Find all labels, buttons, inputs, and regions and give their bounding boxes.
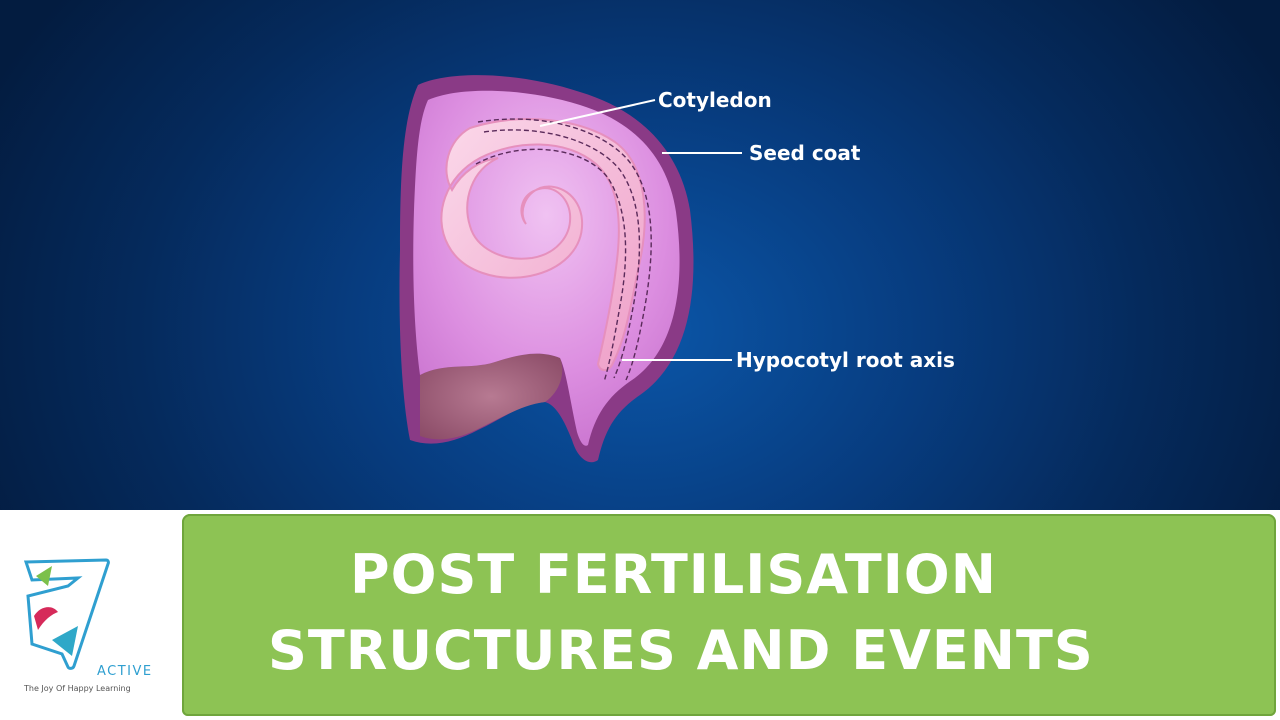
hypocotyl-dashes	[475, 118, 652, 383]
cotyledon-shape	[440, 118, 646, 372]
label-hypocotyl-root-axis: Hypocotyl root axis	[736, 348, 955, 372]
title-line-1: POST FERTILISATION	[350, 543, 997, 606]
seed-diagram	[399, 75, 694, 463]
label-seed-coat: Seed coat	[749, 141, 861, 165]
logo-tagline: The Joy Of Happy Learning	[24, 684, 131, 693]
seed-cavity	[420, 353, 563, 440]
logo-word: ACTIVE	[97, 664, 153, 679]
label-cotyledon: Cotyledon	[658, 88, 772, 112]
cotyledon-leader	[539, 99, 656, 127]
title-panel	[182, 514, 1276, 716]
seven-active-logo-icon	[23, 558, 110, 670]
title-line-2: STRUCTURES AND EVENTS	[268, 619, 1094, 682]
logo-panel	[0, 510, 182, 720]
